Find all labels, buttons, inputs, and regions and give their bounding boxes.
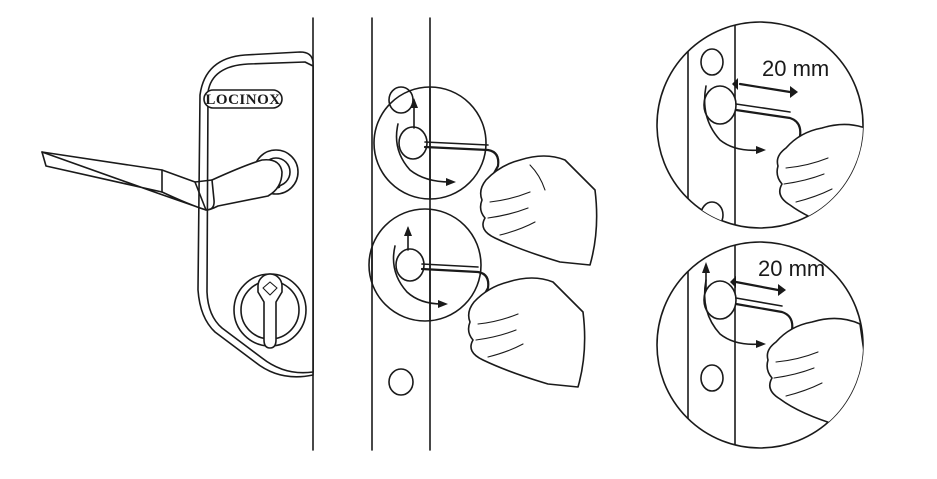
screw-top-right [703, 85, 737, 125]
screw-bottom-right [703, 280, 737, 320]
dimension-label-top: 20 mm [762, 56, 829, 81]
detail-circle-bottom [368, 208, 482, 322]
dimension-label-bottom: 20 mm [758, 256, 825, 281]
key-cylinder [257, 273, 283, 349]
brand-badge [203, 89, 283, 109]
screw-top-left [398, 126, 428, 160]
hand-top-right [776, 123, 863, 228]
rotation-arrow-bottom-left [392, 245, 443, 305]
hand-top [479, 155, 598, 266]
lock-assembly: LOCINOX [41, 17, 431, 451]
dimension-arrow-top [738, 82, 792, 94]
rotation-arrow-top-left [395, 123, 451, 183]
gate-hole-top [388, 86, 414, 114]
gate-hole-bottom [388, 368, 414, 396]
dimension-arrow-bottom [734, 280, 780, 292]
rotation-arrow-bottom-right [703, 279, 761, 346]
screw-bottom-left [395, 248, 425, 282]
detail-right-bottom: 20 mm [656, 241, 864, 449]
rotation-arrow-top-right [703, 85, 761, 152]
zoom-circle-top [656, 21, 864, 229]
hand-bottom-right [766, 317, 863, 427]
detail-right-top: 20 mm [656, 21, 864, 229]
detail-middle [368, 86, 598, 396]
brand-logo: LOCINOX [205, 92, 280, 108]
hand-bottom [467, 277, 586, 388]
